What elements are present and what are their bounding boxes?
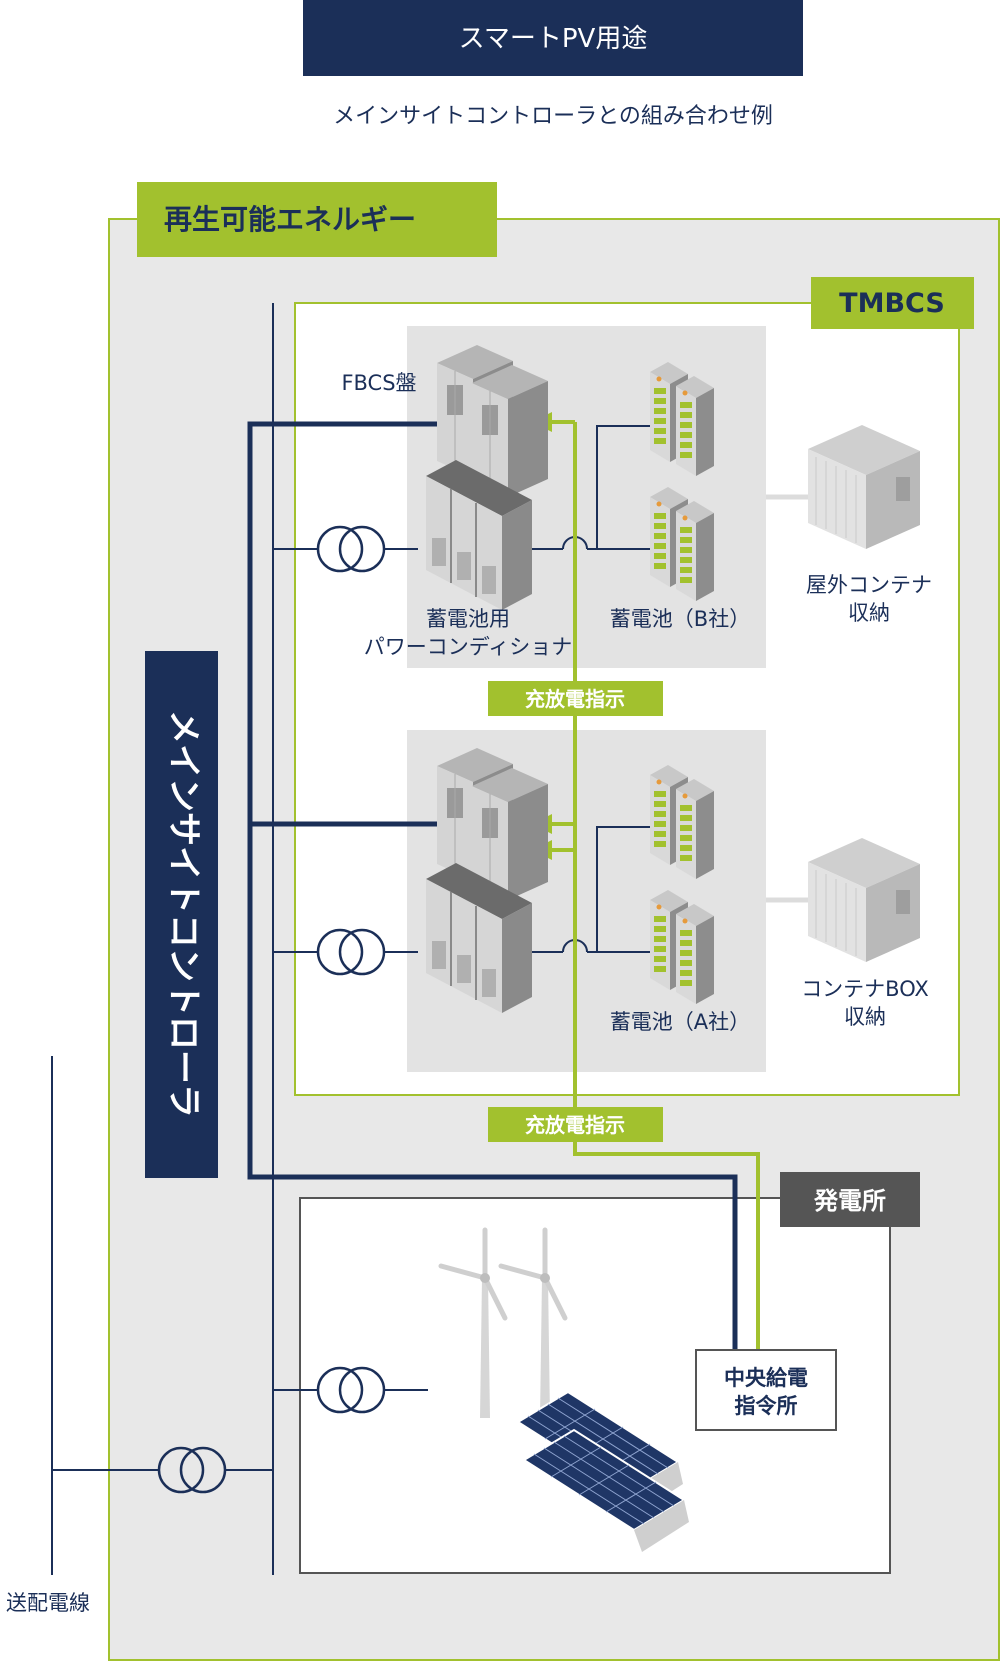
battery-a-label: 蓄電池（A社） [610,1010,750,1034]
renewable-label-box [137,182,497,257]
charge-command-label-1: 充放電指示 [525,687,625,711]
pcs-label-line1: 蓄電池用 [426,607,510,631]
renewable-label: 再生可能エネルギー [164,203,416,236]
container-box-label-line2: 収納 [844,1005,886,1029]
main-controller-label: メインサイトコントローラ [164,710,204,1118]
dispatch-center-label-line1: 中央給電 [724,1366,808,1390]
power-plant-label-box [780,1172,920,1227]
header-title-box [303,0,803,76]
control-line-main [247,421,738,1350]
container-box-label-line1: コンテナBOX [801,977,929,1001]
dispatch-center-label-line2: 指令所 [735,1394,798,1418]
battery-b-label: 蓄電池（B社） [610,607,750,631]
container-icon [807,837,921,963]
power-plant-label: 発電所 [813,1187,886,1215]
tmbcs-label-box [811,277,974,329]
outdoor-container-label-line1: 屋外コンテナ [806,573,932,597]
grid-line-label: 送配電線 [6,1591,90,1615]
dispatch-center-box [695,1349,837,1431]
outdoor-container-label-line2: 収納 [848,601,890,625]
pcs-label-line2: パワーコンディショナ [364,635,573,659]
charge-command-label-2: 充放電指示 [525,1113,625,1137]
header-subtitle: メインサイトコントローラとの組み合わせ例 [333,104,773,129]
fbcs-label: FBCS盤 [341,371,416,395]
header-title: スマートPV用途 [459,24,648,54]
tmbcs-label: TMBCS [839,288,945,319]
container-icon [807,424,921,550]
main-controller-box [145,651,218,1178]
